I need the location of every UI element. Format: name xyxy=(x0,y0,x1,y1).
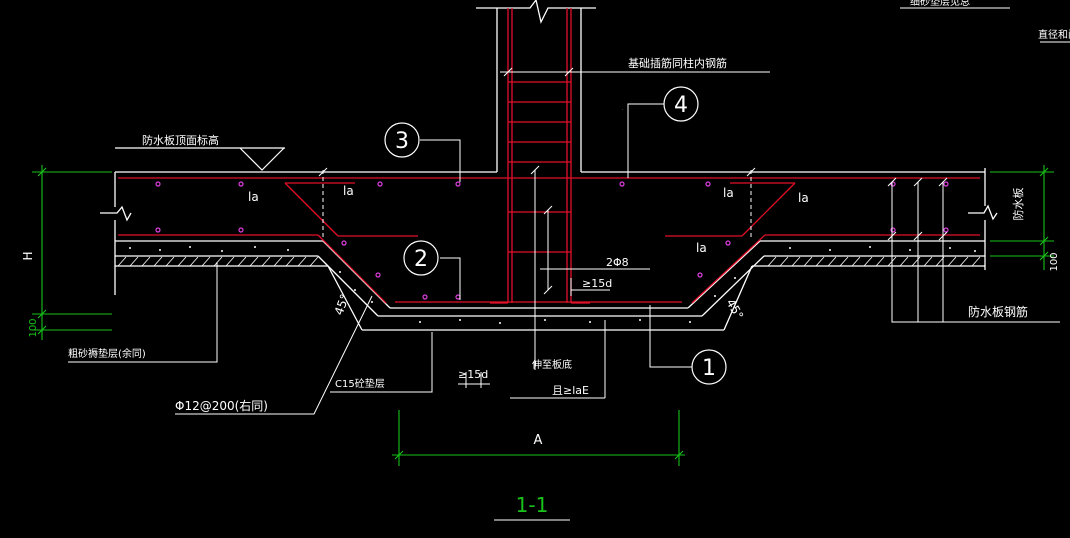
leader-lines xyxy=(68,7,1070,521)
dim-100-left: 100 xyxy=(28,318,39,337)
callout-2: 2 xyxy=(403,240,439,276)
dim-h-label: H xyxy=(21,251,35,260)
svg-text:4: 4 xyxy=(674,93,688,118)
dim-a-label: A xyxy=(534,433,543,448)
callout-4: 4 xyxy=(663,86,699,122)
svg-text:1: 1 xyxy=(702,356,716,381)
sand-layer-note: 粗砂褥垫层(余同) xyxy=(68,347,146,360)
column-rebar-note: 基础插筋同柱内钢筋 xyxy=(628,56,727,70)
concrete-speckles xyxy=(129,246,976,324)
text-labels: 细砂垫层见总 直径和间 基础插筋同柱内钢筋 防水板顶面标高 la la la l… xyxy=(21,0,1070,517)
sand-hatch xyxy=(117,256,981,267)
angle-right: 45° xyxy=(723,297,746,322)
svg-text:3: 3 xyxy=(395,129,409,154)
svg-text:2: 2 xyxy=(414,247,428,272)
angle-left: 45° xyxy=(332,292,352,317)
min-15d-lower: ≥15d xyxy=(458,368,488,381)
rebar-markers xyxy=(155,181,949,300)
stirrup-label: 2Φ8 xyxy=(606,256,629,269)
top-right-note: 直径和间 xyxy=(1038,28,1070,41)
foundation-outline xyxy=(100,0,998,331)
la-4: la xyxy=(798,191,809,205)
and-lae-note: 且≥laE xyxy=(552,384,589,397)
la-1: la xyxy=(248,190,259,204)
waterproof-slab-note: 防水板 xyxy=(1011,188,1025,221)
slab-top-elev: 防水板顶面标高 xyxy=(142,133,219,147)
la-3: la xyxy=(723,186,734,200)
min-15d-upper: ≥15d xyxy=(582,277,612,290)
la-6: la xyxy=(622,109,623,111)
c15-layer-note: C15砼垫层 xyxy=(335,377,385,390)
section-title: 1-1 xyxy=(516,493,549,517)
callout-circles: 3 4 2 1 xyxy=(384,86,727,385)
slab-rebar-note: 防水板钢筋 xyxy=(968,304,1028,319)
la-2: la xyxy=(343,184,354,198)
callout-1: 1 xyxy=(691,349,727,385)
dimension-lines xyxy=(32,165,1054,466)
callout-3: 3 xyxy=(384,122,420,158)
rebar-lines xyxy=(118,8,980,304)
rebar-spec-note: Φ12@200(右同) xyxy=(175,398,268,413)
to-base-note: 伸至板底 xyxy=(532,358,572,371)
top-cut-note: 细砂垫层见总 xyxy=(910,0,970,8)
elevation-symbol xyxy=(115,147,285,171)
dim-100-right: 100 xyxy=(1049,252,1060,271)
la-5: la xyxy=(696,241,707,255)
